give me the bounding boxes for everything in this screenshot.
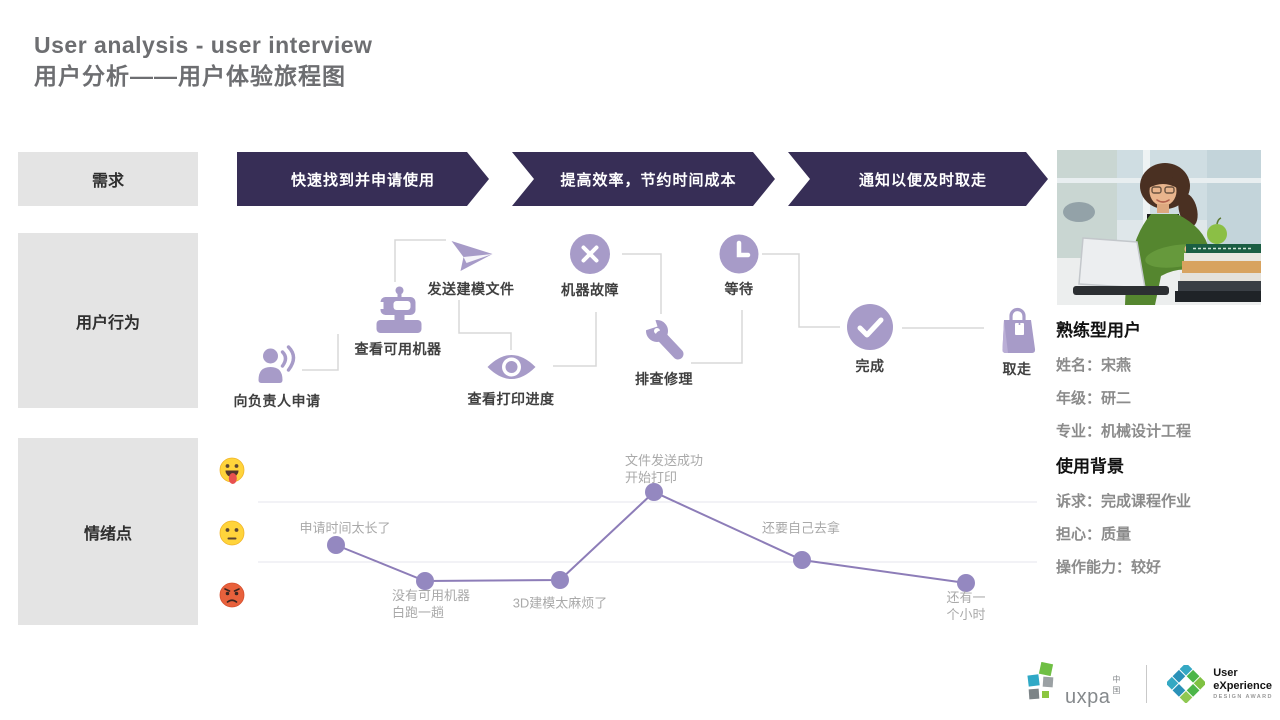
neutral-emoji-icon xyxy=(219,520,245,546)
emotion-point-label: 还有一 个小时 xyxy=(946,590,986,622)
page-title: User analysis - user interview 用户分析——用户体… xyxy=(34,30,372,92)
emotion-point-label: 3D建模太麻烦了 xyxy=(512,595,608,611)
need-banner-3: 通知以便及时取走 xyxy=(788,152,1048,206)
emotion-point-label: 没有可用机器 白跑一趟 xyxy=(392,588,471,620)
paper-plane-icon xyxy=(448,236,494,274)
uxpa-wordmark: uxpa xyxy=(1065,686,1111,708)
emotion-point xyxy=(327,536,345,554)
journey-step-machine-failure: 机器故障 xyxy=(561,233,619,300)
persona-panel: 熟练型用户 姓名：宋燕 年级：研二 专业：机械设计工程 使用背景 诉求：完成课程… xyxy=(1056,150,1262,577)
journey-step-label: 完成 xyxy=(855,358,885,374)
journey-step-label: 发送建模文件 xyxy=(427,281,515,297)
emotion-point xyxy=(416,572,434,590)
journey-step-label: 排查修理 xyxy=(635,371,693,387)
need-banner-2: 提高效率，节约时间成本 xyxy=(512,152,775,206)
emotion-point-label: 申请时间太长了 xyxy=(299,520,391,536)
footer-divider xyxy=(1146,665,1148,703)
emotion-point xyxy=(793,551,811,569)
uxpa-logo: uxpa 中国 xyxy=(1026,661,1121,708)
journey-step-label: 查看可用机器 xyxy=(354,341,442,357)
machine-icon xyxy=(372,286,424,334)
persona-demand: 诉求：完成课程作业 xyxy=(1056,493,1192,510)
uxd-award-diamond-icon xyxy=(1165,662,1207,704)
row-header-needs: 需求 xyxy=(18,152,198,206)
page-title-en: User analysis - user interview xyxy=(34,32,373,58)
journey-step-label: 查看打印进度 xyxy=(467,391,555,407)
angry-emoji-icon xyxy=(219,582,245,608)
emotion-line-chart: 申请时间太长了没有可用机器 白跑一趟 3D建模太麻烦了 文件发送成功 开始打印还要自… xyxy=(210,436,1040,631)
journey-step-label: 机器故障 xyxy=(561,282,619,298)
emotion-plot xyxy=(258,483,1037,592)
uxpa-cn-label: 中国 xyxy=(1112,675,1121,695)
persona-worry: 担心：质量 xyxy=(1056,526,1132,543)
emotion-point xyxy=(645,483,663,501)
journey-step-label: 向负责人申请 xyxy=(233,393,321,409)
journey-step-label: 取走 xyxy=(1002,361,1032,377)
journey-step-check-machine: 查看可用机器 xyxy=(355,286,442,359)
need-banner-1: 快速找到并申请使用 xyxy=(237,152,489,206)
journey-step-send-file: 发送建模文件 xyxy=(428,236,515,299)
emotion-point xyxy=(551,571,569,589)
uxd-award-text: User eXperience DESIGN AWARD xyxy=(1213,667,1280,701)
journey-step-repair: 排查修理 xyxy=(635,316,693,389)
emotion-point-label: 文件发送成功 开始打印 xyxy=(625,453,704,485)
persona-photo xyxy=(1057,150,1261,305)
persona-grade: 年级：研二 xyxy=(1056,390,1132,407)
uxd-award-logo: User eXperience DESIGN AWARD xyxy=(1165,662,1280,704)
row-header-emotion: 情绪点 xyxy=(18,438,198,625)
emotion-point-label: 还要自己去拿 xyxy=(761,520,841,536)
persona-type-heading: 熟练型用户 xyxy=(1056,321,1141,340)
persona-context-heading: 使用背景 xyxy=(1056,457,1124,476)
persona-skill: 操作能力：较好 xyxy=(1056,559,1162,576)
check-circle-icon xyxy=(846,303,894,351)
row-header-behavior: 用户行为 xyxy=(18,233,198,408)
journey-step-pickup: 取走 xyxy=(996,306,1038,379)
error-circle-icon xyxy=(569,233,611,275)
persona-major: 专业：机械设计工程 xyxy=(1056,423,1192,440)
journey-step-done: 完成 xyxy=(846,303,894,376)
journey-step-print-progress: 查看打印进度 xyxy=(468,350,555,409)
persona-name: 姓名：宋燕 xyxy=(1056,357,1132,374)
uxd-award-line1: User eXperience xyxy=(1213,667,1272,692)
journey-step-label: 等待 xyxy=(724,281,754,297)
happy-tongue-emoji-icon xyxy=(219,457,245,489)
eye-icon xyxy=(485,350,537,384)
shopping-bag-icon xyxy=(996,306,1038,354)
journey-step-apply: 向负责人申请 xyxy=(234,344,321,411)
wrench-icon xyxy=(641,316,687,364)
footer-logos: uxpa 中国 xyxy=(1026,661,1280,708)
emotion-point xyxy=(957,574,975,592)
clock-icon xyxy=(719,234,759,274)
uxd-award-line2: DESIGN AWARD xyxy=(1213,694,1273,700)
person-announce-icon xyxy=(254,344,300,386)
journey-step-wait: 等待 xyxy=(719,234,759,299)
uxpa-squares-icon xyxy=(1026,661,1062,706)
page-title-zh: 用户分析——用户体验旅程图 xyxy=(34,63,346,89)
